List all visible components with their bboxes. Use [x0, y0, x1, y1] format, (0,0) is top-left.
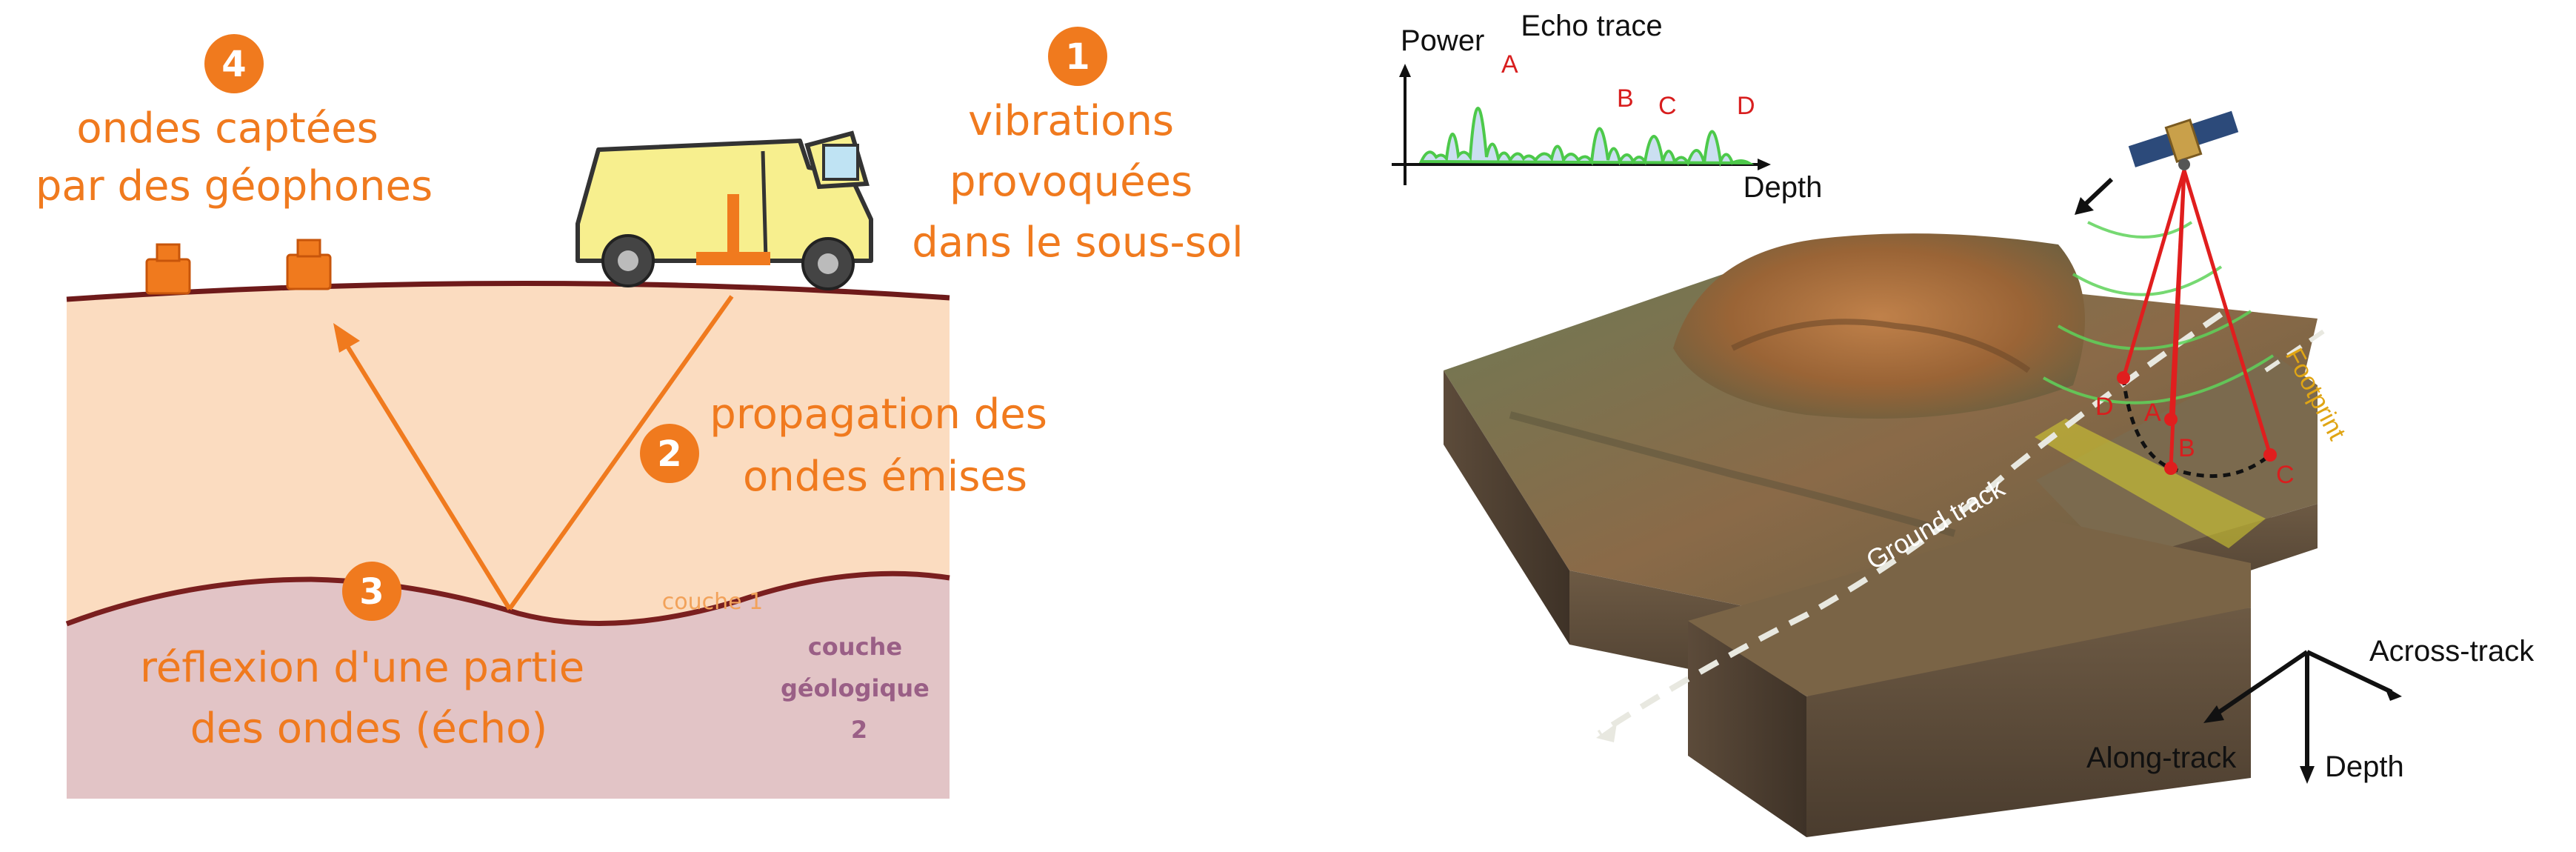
layer-2-label: couche géologique 2 [781, 633, 938, 744]
truck-icon [575, 130, 873, 290]
across-track-arrowhead-icon [2384, 686, 2402, 701]
power-axis-label: Power [1401, 24, 1484, 57]
terrain-front-block [1688, 519, 2251, 837]
seismic-diagram: 4 ondes captées par des géophones 1 vibr… [36, 27, 1244, 799]
point-label-c: C [2276, 461, 2295, 489]
point-label-b: B [2178, 434, 2195, 462]
step-3-badge: 3 [342, 562, 401, 621]
step-3-text: réflexion d'une partie des ondes (écho) [140, 644, 598, 753]
peak-label-a: A [1501, 50, 1518, 79]
arrowhead-icon [333, 323, 360, 353]
svg-text:2: 2 [657, 433, 681, 475]
wave-rays [333, 295, 734, 610]
ground-track-line [1597, 311, 2223, 736]
depth-label: Depth [2325, 751, 2404, 783]
radar-diagram: Echo trace Power Depth A B C D [1392, 10, 2535, 837]
depth-axis-label: Depth [1744, 171, 1823, 204]
step-2-badge: 2 [640, 424, 699, 483]
layer-1 [67, 283, 950, 624]
step-1-text: vibrations provoquées dans le sous-sol [912, 97, 1243, 267]
step-4-text: ondes captées par des géophones [36, 104, 433, 210]
echo-points [2117, 371, 2277, 475]
step-2-text: propagation des ondes émises [710, 390, 1060, 501]
step-4-badge: 4 [204, 34, 264, 93]
step-1-badge: 1 [1048, 27, 1107, 86]
vibrator-plate-icon [696, 194, 770, 265]
along-track-label: Along-track [2086, 742, 2237, 774]
satellite-icon [2128, 110, 2239, 170]
layer-1-label: couche 1 [662, 589, 763, 615]
svg-text:1: 1 [1065, 36, 1090, 78]
peak-label-d: D [1737, 92, 1755, 120]
echo-trace-title: Echo trace [1521, 10, 1662, 42]
ground-surface-line [66, 280, 950, 302]
layer-2 [67, 573, 950, 799]
along-track-arrowhead-icon [2203, 705, 2224, 723]
geophone-icon [286, 239, 332, 290]
depth-arrowhead-icon [2300, 766, 2315, 784]
point-label-a: A [2144, 399, 2161, 427]
axes-triad [2212, 650, 2393, 771]
geophone-icon [145, 243, 191, 295]
across-track-label: Across-track [2369, 635, 2535, 668]
echo-waveform [1418, 107, 1755, 167]
svg-text:3: 3 [359, 571, 384, 613]
footprint-band [2035, 419, 2266, 548]
radar-diagram-panel: Echo trace Power Depth A B C D [1288, 0, 2576, 852]
svg-text:4: 4 [221, 44, 246, 85]
peak-label-b: B [1617, 84, 1634, 113]
layer-interface-line [65, 570, 950, 627]
point-label-d: D [2095, 393, 2114, 421]
direction-arrow-icon [2075, 177, 2114, 215]
seismic-diagram-panel: 4 ondes captées par des géophones 1 vibr… [36, 27, 1244, 799]
peak-label-c: C [1658, 92, 1677, 120]
echo-trace-inset: Echo trace Power Depth A B C D [1392, 10, 1822, 204]
ground-track-arrowhead-icon [1596, 723, 1617, 742]
